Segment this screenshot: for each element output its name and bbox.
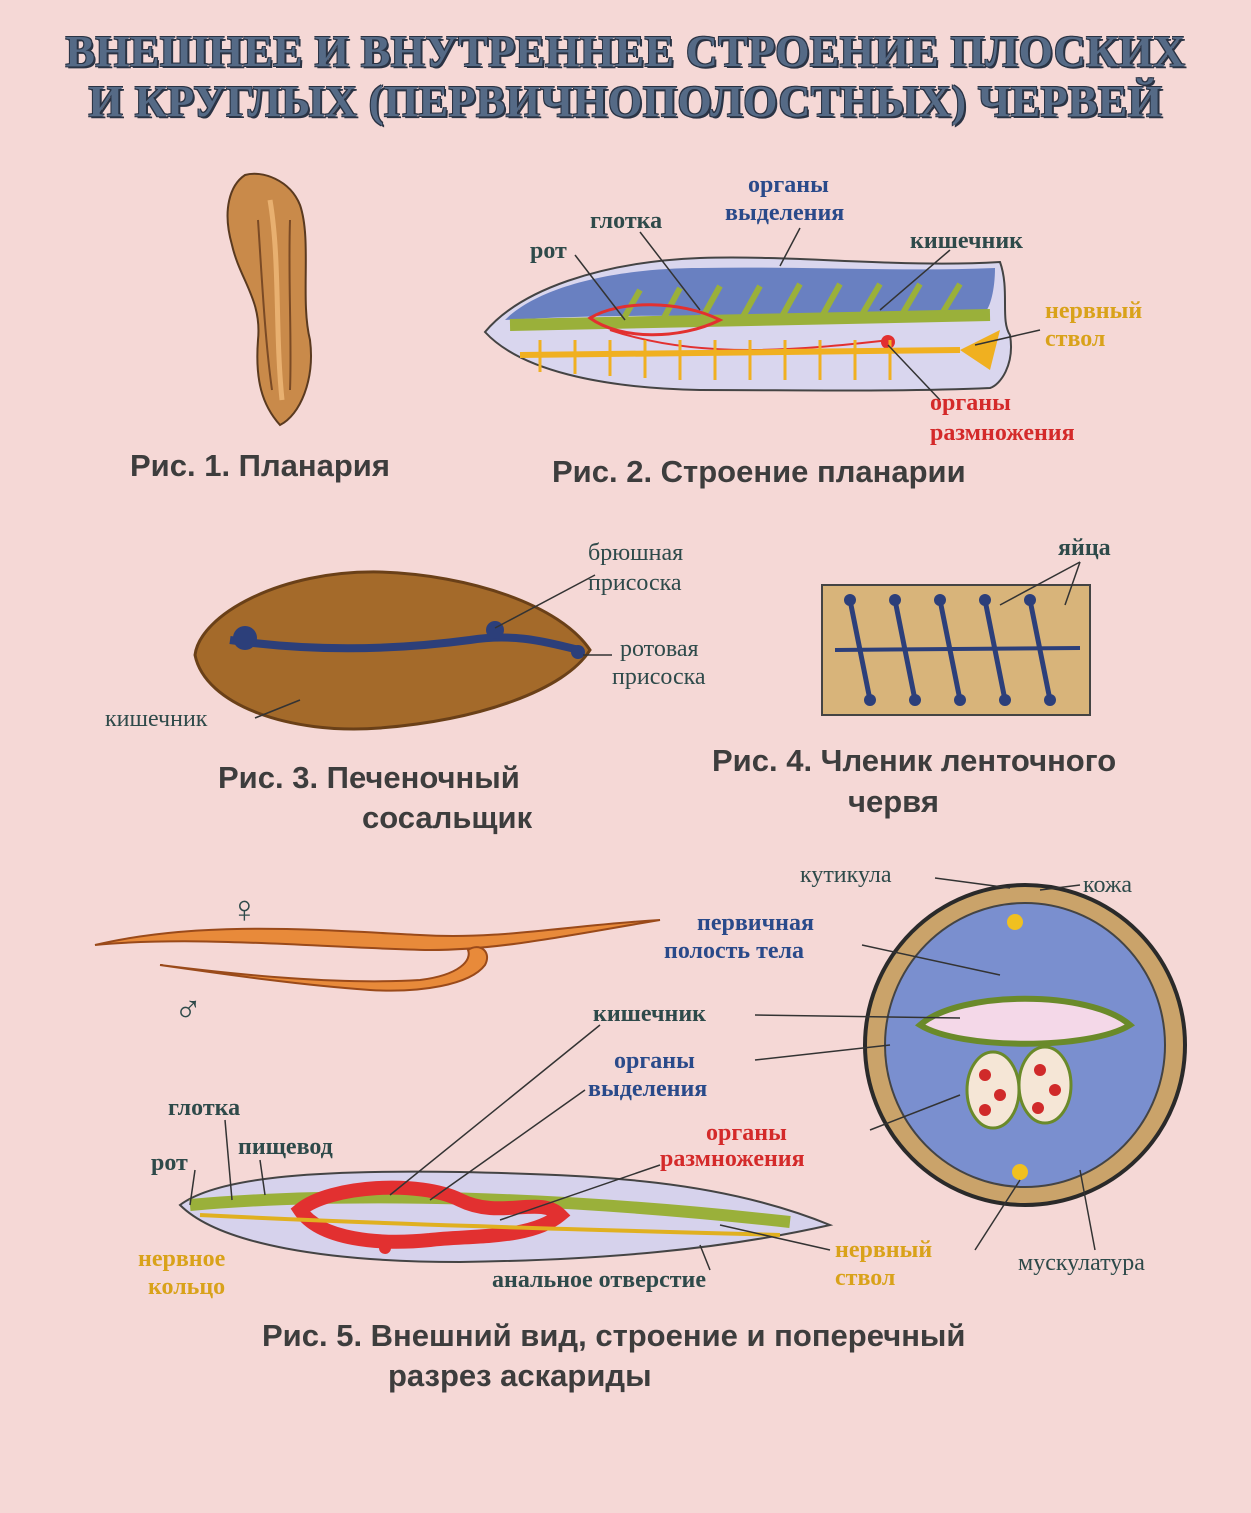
- fig5-cavity-label-1: первичная: [697, 910, 814, 936]
- fig5-skin-label: кожа: [1083, 872, 1133, 898]
- fig2-nerve-label-2: ствол: [1045, 326, 1106, 352]
- ascaris-structure-figure: [178, 1170, 834, 1264]
- fig5-caption-1: Рис. 5. Внешний вид, строение и поперечн…: [262, 1318, 966, 1353]
- fig5-nerve-ring-label-1: нервное: [138, 1246, 226, 1272]
- fig2-excretory-label-2: выделения: [725, 200, 845, 226]
- fig5-intestine-label: кишечник: [593, 1001, 706, 1027]
- fig3-ventral-label-2: присоска: [588, 570, 682, 596]
- fig3-caption-1: Рис. 3. Печеночный: [218, 760, 520, 795]
- fig2-intestine-label: кишечник: [910, 228, 1023, 254]
- fig5-anus-label: анальное отверстие: [492, 1267, 707, 1293]
- fig1-caption: Рис. 1. Планария: [130, 448, 390, 483]
- liver-fluke-figure: [193, 570, 612, 731]
- fig5-excretory-label-2: выделения: [588, 1076, 708, 1102]
- fig5-cuticle-label: кутикула: [800, 862, 892, 888]
- fig5-nerve-label-2: ствол: [835, 1265, 896, 1291]
- fig3-intestine-label: кишечник: [105, 706, 208, 732]
- fig2-repro-label-2: размножения: [930, 420, 1075, 446]
- fig2-nerve-label-1: нервный: [1045, 298, 1143, 324]
- fig2-mouth-label: рот: [530, 238, 567, 264]
- fig5-repro-label-1: органы: [706, 1120, 787, 1146]
- fig3-ventral-label-1: брюшная: [588, 540, 684, 566]
- fig4-eggs-label: яйца: [1058, 535, 1111, 561]
- fig3-caption-2: сосальщик: [362, 800, 533, 835]
- male-symbol-icon: ♂: [174, 989, 203, 1031]
- tapeworm-segment-figure: [821, 561, 1091, 716]
- leader-lines-fig5: [189, 877, 1096, 1271]
- female-symbol-icon: ♀: [230, 889, 259, 931]
- fig5-nerve-ring-label-2: кольцо: [148, 1274, 226, 1300]
- fig5-caption-2: разрез аскариды: [388, 1358, 652, 1393]
- fig4-caption-1: Рис. 4. Членик ленточного: [712, 743, 1117, 778]
- fig5-pharynx-label: глотка: [168, 1095, 241, 1121]
- fig5-muscles-label: мускулатура: [1018, 1250, 1145, 1276]
- fig5-repro-label-2: размножения: [660, 1146, 805, 1172]
- planaria-structure-figure: [483, 227, 1041, 401]
- fig5-mouth-label: рот: [151, 1150, 188, 1176]
- ascaris-external-figure: [94, 919, 661, 992]
- fig2-caption: Рис. 2. Строение планарии: [552, 454, 966, 489]
- fig5-nerve-label-1: нервный: [835, 1237, 933, 1263]
- fig5-excretory-label-1: органы: [614, 1048, 695, 1074]
- page-title-line-2: И КРУГЛЫХ (ПЕРВИЧНОПОЛОСТНЫХ) ЧЕРВЕЙ: [88, 77, 1163, 126]
- ascaris-cross-section-figure: [863, 883, 1187, 1207]
- fig5-cavity-label-2: полость тела: [664, 938, 805, 964]
- fig5-esophagus-label: пищевод: [238, 1134, 333, 1160]
- fig2-pharynx-label: глотка: [590, 208, 663, 234]
- fig3-oral-label-1: ротовая: [620, 636, 699, 662]
- planaria-figure: [226, 172, 312, 427]
- page-title-line-1: ВНЕШНЕЕ И ВНУТРЕННЕЕ СТРОЕНИЕ ПЛОСКИХ: [65, 27, 1186, 76]
- fig2-repro-label-1: органы: [930, 390, 1011, 416]
- fig4-caption-2: червя: [848, 784, 939, 819]
- fig2-excretory-label-1: органы: [748, 172, 829, 198]
- fig3-oral-label-2: присоска: [612, 664, 706, 690]
